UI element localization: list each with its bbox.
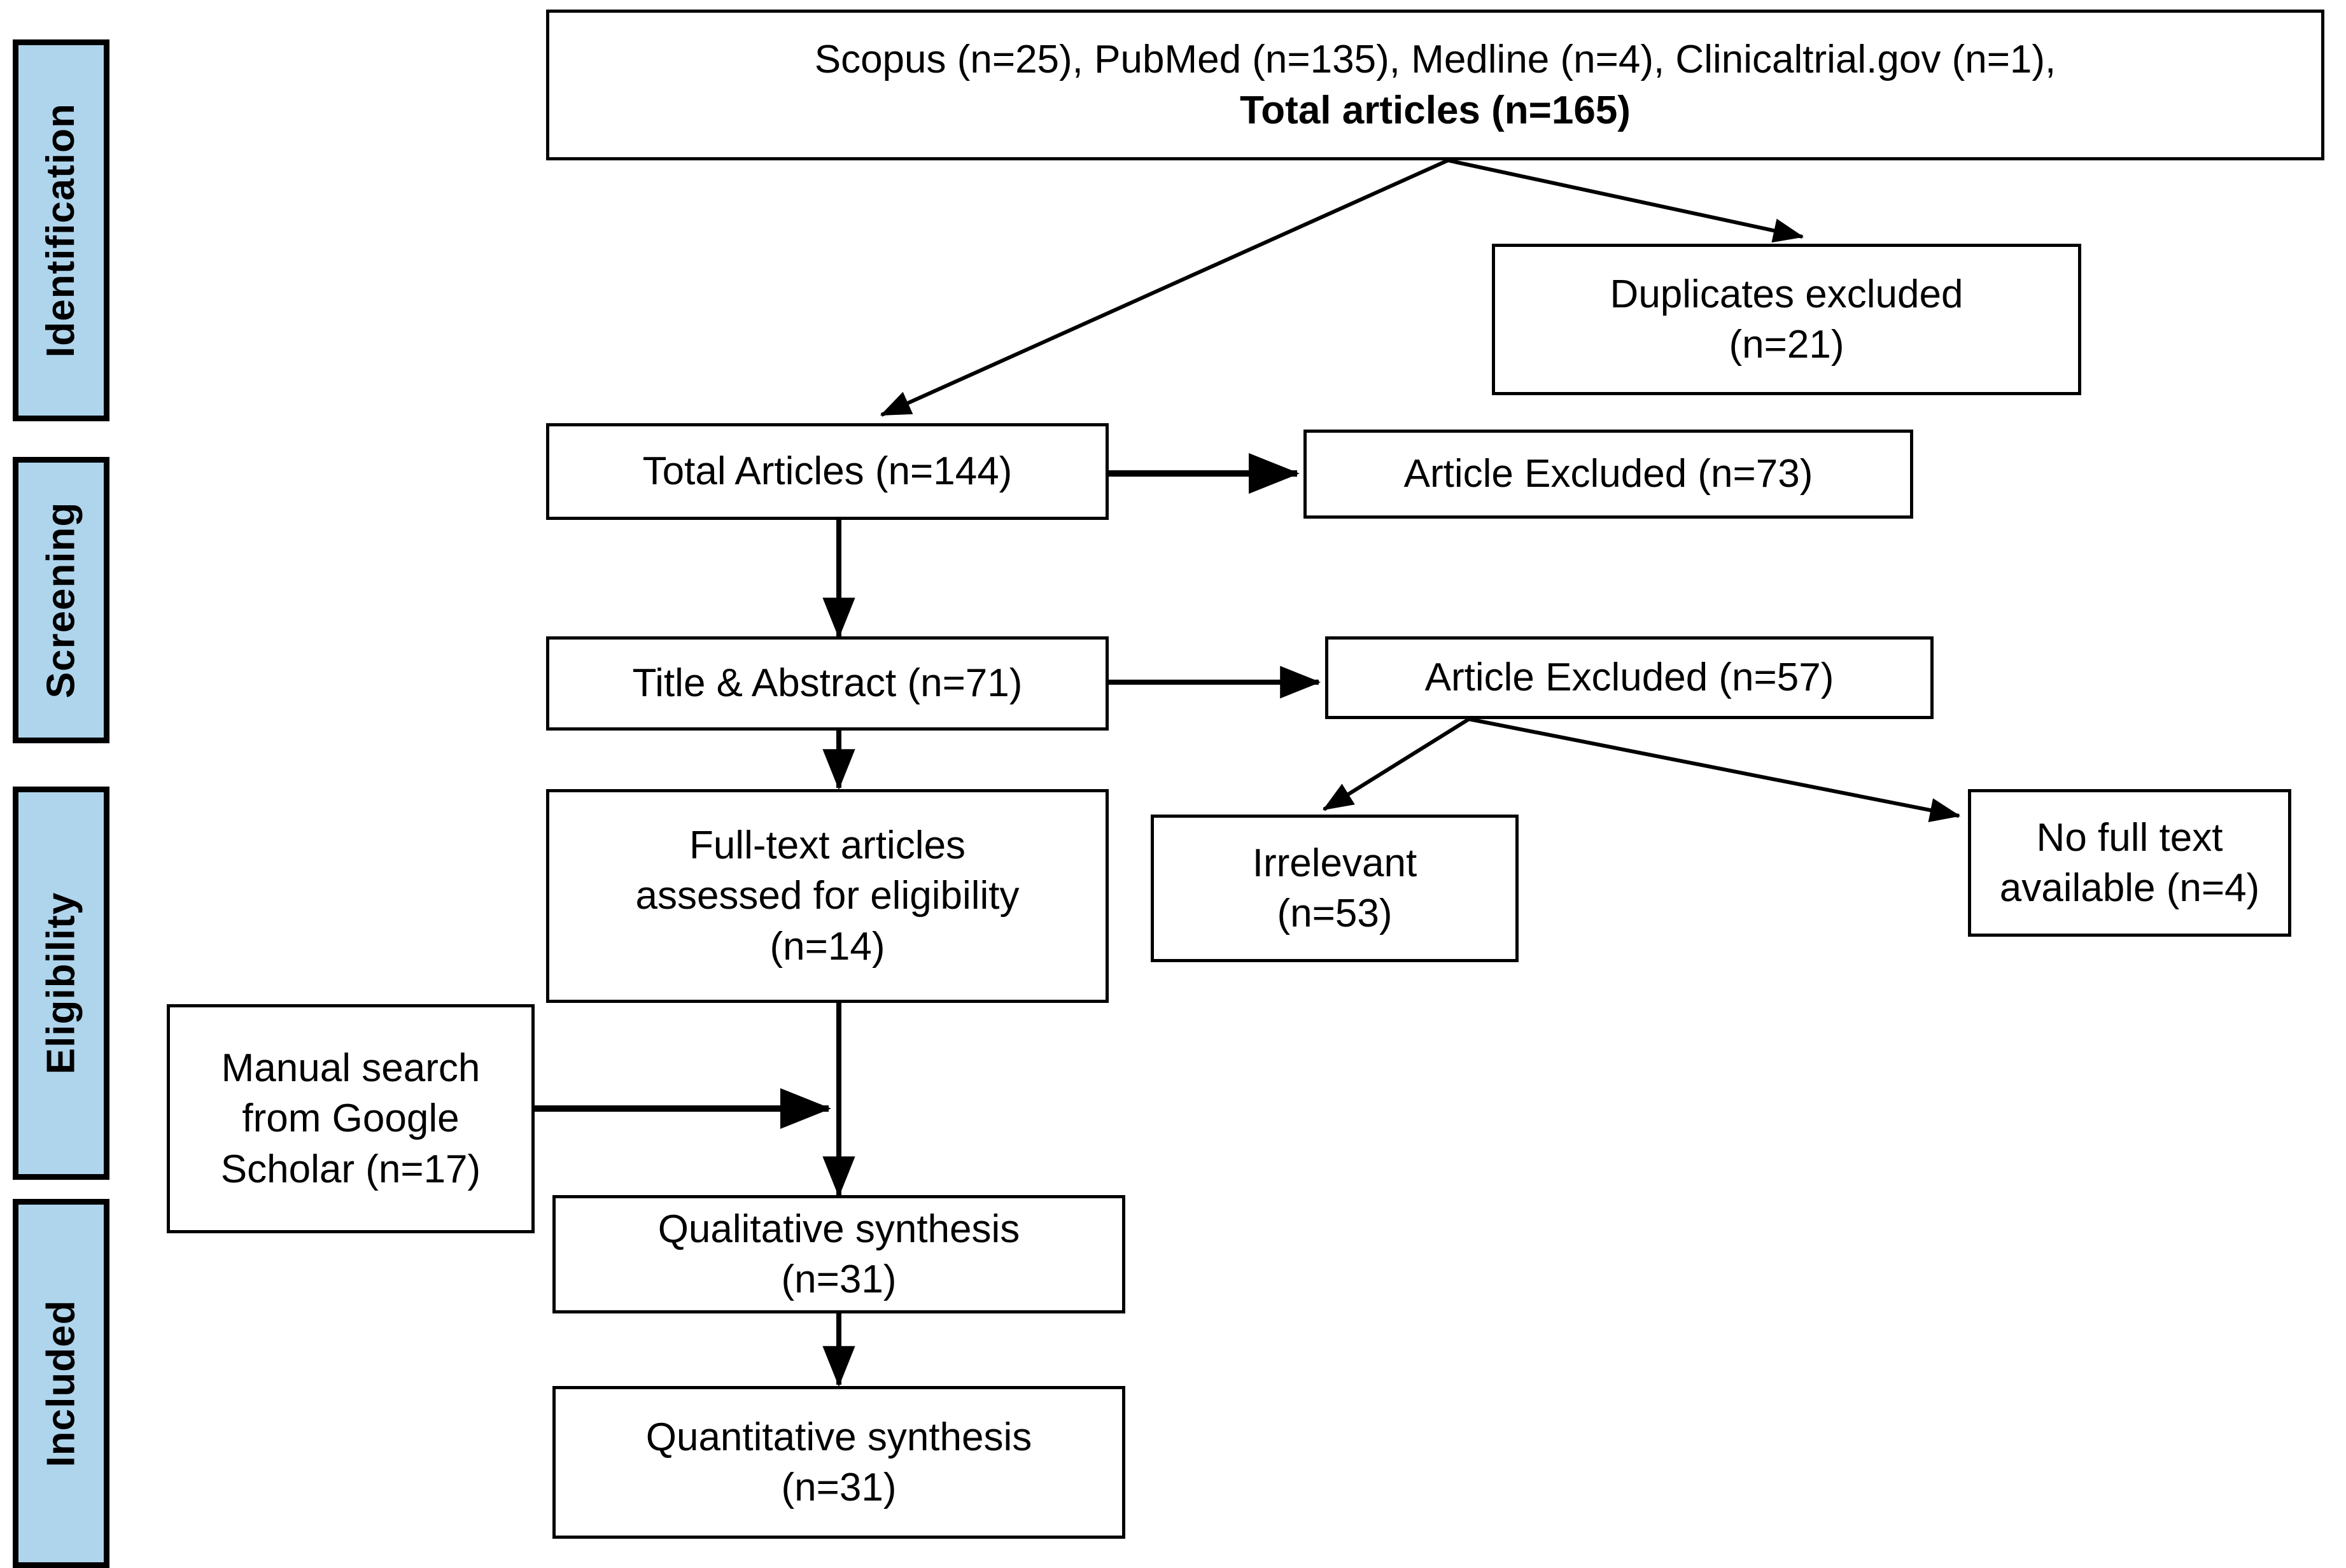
phase-bar-screening: Screening — [13, 457, 109, 743]
node-fulltext-line2: assessed for eligibility — [635, 874, 1020, 918]
node-article-excluded-57-line1: Article Excluded (n=57) — [1424, 655, 1834, 700]
node-title-abstract-line1: Title & Abstract (n=71) — [632, 661, 1023, 706]
node-duplicates-line2: (n=21) — [1729, 323, 1844, 367]
phase-label-eligibility: Eligibility — [39, 892, 83, 1075]
node-manual-search-line2: from Google — [242, 1096, 460, 1141]
node-sources-line1: Scopus (n=25), PubMed (n=135), Medline (… — [814, 38, 2056, 82]
phase-label-screening: Screening — [39, 501, 83, 699]
node-fulltext-line1: Full-text articles — [689, 823, 966, 867]
node-duplicates-excluded: Duplicates excluded (n=21) — [1492, 244, 2081, 395]
node-fulltext-assessed: Full-text articles assessed for eligibil… — [546, 789, 1109, 1003]
node-no-full-text-line2: available (n=4) — [1999, 866, 2260, 910]
node-total-articles-line1: Total Articles (n=144) — [642, 449, 1013, 494]
node-no-full-text-line1: No full text — [2036, 815, 2223, 860]
node-duplicates-line1: Duplicates excluded — [1610, 272, 1963, 316]
node-article-excluded-73: Article Excluded (n=73) — [1303, 430, 1913, 519]
node-irrelevant-line1: Irrelevant — [1252, 841, 1417, 885]
node-manual-search-line3: Scholar (n=17) — [220, 1147, 481, 1191]
node-sources: Scopus (n=25), PubMed (n=135), Medline (… — [546, 10, 2324, 160]
node-manual-search: Manual search from Google Scholar (n=17) — [167, 1004, 535, 1233]
edge-sources-to-total-articles — [880, 158, 1449, 417]
node-qualitative-line2: (n=31) — [781, 1257, 897, 1301]
node-manual-search-line1: Manual search — [221, 1046, 481, 1090]
node-irrelevant: Irrelevant (n=53) — [1151, 815, 1519, 962]
phase-bar-eligibility: Eligibility — [13, 787, 109, 1180]
node-qualitative-synthesis: Qualitative synthesis (n=31) — [552, 1195, 1125, 1313]
node-qualitative-line1: Qualitative synthesis — [657, 1207, 1020, 1251]
phase-bar-identification: Identification — [13, 39, 109, 421]
node-article-excluded-57: Article Excluded (n=57) — [1325, 636, 1934, 719]
phase-label-included: Included — [39, 1299, 83, 1467]
node-quantitative-line2: (n=31) — [781, 1466, 897, 1509]
node-article-excluded-73-line1: Article Excluded (n=73) — [1403, 452, 1813, 496]
phase-label-identification: Identification — [39, 103, 83, 358]
node-title-abstract: Title & Abstract (n=71) — [546, 636, 1109, 731]
node-no-full-text: No full text available (n=4) — [1968, 789, 2291, 937]
node-total-articles: Total Articles (n=144) — [546, 423, 1109, 520]
node-fulltext-line3: (n=14) — [769, 924, 885, 969]
node-quantitative-line1: Quantitative synthesis — [645, 1415, 1032, 1459]
phase-bar-included: Included — [13, 1199, 109, 1568]
node-irrelevant-line2: (n=53) — [1277, 892, 1393, 935]
node-quantitative-synthesis: Quantitative synthesis (n=31) — [552, 1386, 1125, 1539]
node-sources-line2: Total articles (n=165) — [1240, 88, 1631, 132]
edge-excluded-57-to-no-full-text — [1468, 717, 1961, 823]
edge-sources-to-duplicates — [1447, 158, 1804, 243]
edge-excluded-57-to-irrelevant — [1322, 717, 1470, 811]
